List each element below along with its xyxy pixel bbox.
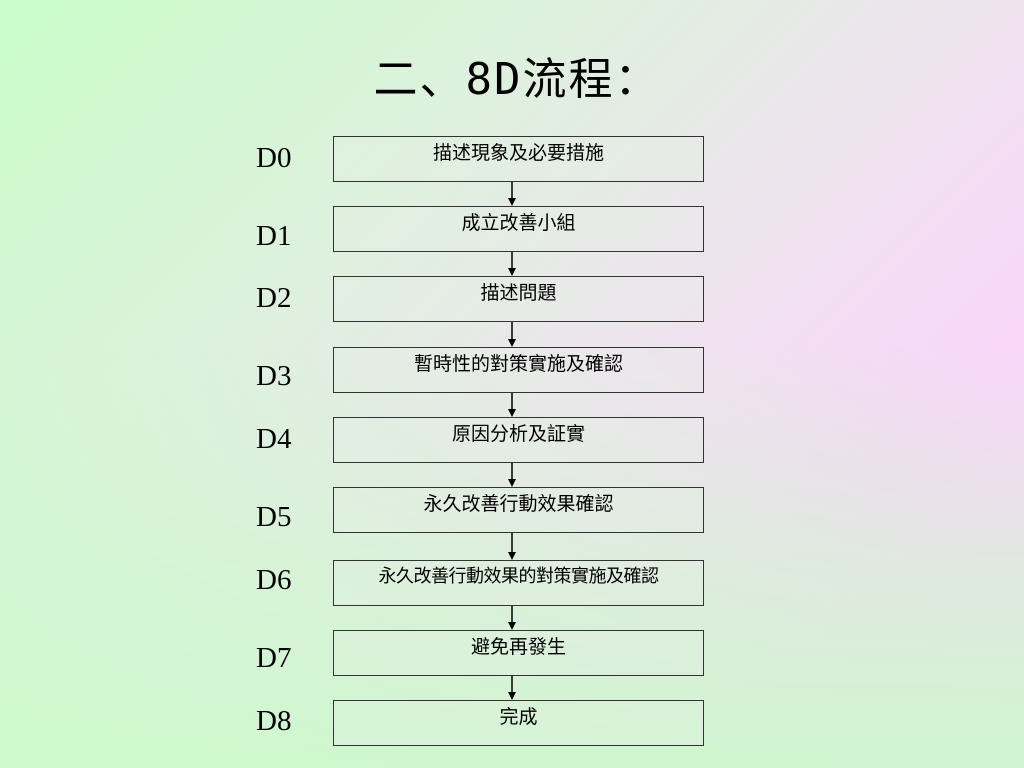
step-label-d3: D3	[256, 360, 292, 392]
slide-title: 二、8D流程：	[373, 54, 661, 105]
arrow-down-icon	[508, 252, 516, 276]
step-label-d4: D4	[256, 423, 292, 455]
step-label-d0: D0	[256, 142, 292, 174]
step-label-d1: D1	[256, 220, 292, 252]
step-label-d8: D8	[256, 705, 292, 737]
arrow-down-icon	[508, 322, 516, 347]
arrow-down-icon	[508, 393, 516, 417]
step-label-d5: D5	[256, 501, 292, 533]
step-box-d4: 原因分析及証實	[333, 417, 704, 463]
step-box-d1: 成立改善小組	[333, 206, 704, 252]
step-box-d7: 避免再發生	[333, 630, 704, 676]
step-label-d7: D7	[256, 642, 292, 674]
arrow-down-icon	[508, 463, 516, 487]
step-box-d2: 描述問題	[333, 276, 704, 322]
step-box-d5: 永久改善行動效果確認	[333, 487, 704, 533]
step-box-d3: 暫時性的對策實施及確認	[333, 347, 704, 393]
step-label-d2: D2	[256, 282, 292, 314]
arrow-down-icon	[508, 182, 516, 206]
step-label-d6: D6	[256, 564, 292, 596]
step-box-d8: 完成	[333, 700, 704, 746]
step-box-d6: 永久改善行動效果的對策實施及確認	[333, 560, 704, 606]
arrow-down-icon	[508, 533, 516, 560]
step-box-d0: 描述現象及必要措施	[333, 136, 704, 182]
arrow-down-icon	[508, 606, 516, 630]
arrow-down-icon	[508, 676, 516, 700]
